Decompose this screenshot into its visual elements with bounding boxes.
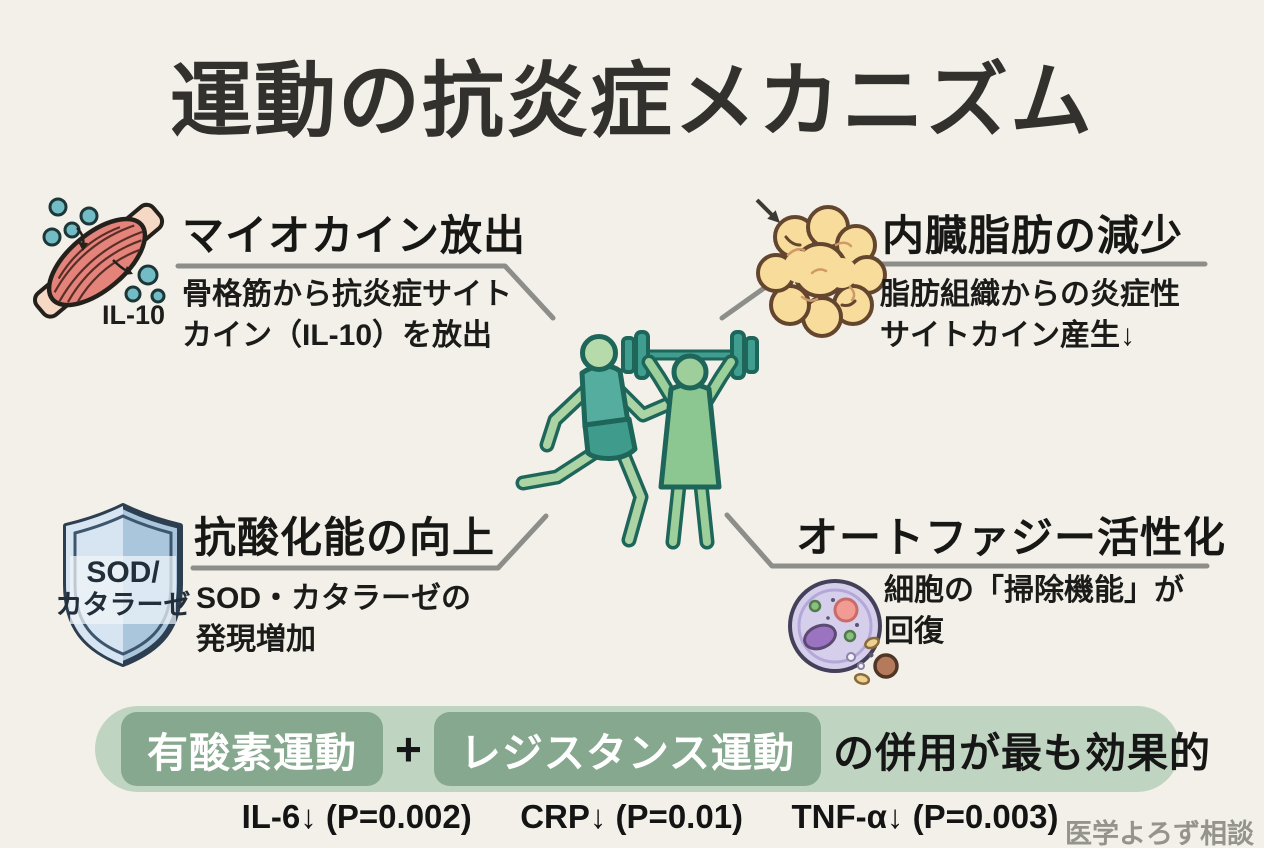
heading-antioxidant: 抗酸化能の向上 [194, 514, 496, 561]
heading-myokine: マイオカイン放出 [182, 212, 527, 259]
body-antioxidant: SOD・カタラーゼの 発現増加 [196, 578, 471, 661]
banner-conclusion-text: の併用が最も効果的 [833, 730, 1212, 776]
cell-icon [788, 579, 899, 685]
body-antioxidant-line1: SOD・カタラーゼの [196, 582, 472, 615]
conclusion-banner: 有酸素運動 + レジスタンス運動 の併用が最も効果的 [95, 706, 1210, 792]
body-visceral-fat: 脂肪組織からの炎症性 サイトカイン産生↓ [880, 274, 1180, 357]
heading-autophagy: オートファジー活性化 [796, 514, 1227, 561]
muscle-icon [32, 197, 166, 319]
cell-debris [846, 636, 899, 685]
body-visceral-fat-line2: サイトカイン産生↓ [880, 319, 1135, 353]
resistance-exercise-pill: レジスタンス運動 [433, 712, 822, 786]
fat-cell-icon [755, 198, 887, 338]
connector-antioxidant [190, 513, 549, 571]
body-visceral-fat-line1: 脂肪組織からの炎症性 [880, 278, 1180, 311]
plus-sign: + [395, 723, 422, 775]
aerobic-exercise-pill: 有酸素運動 [121, 712, 383, 786]
body-myokine-line1: 骨格筋から抗炎症サイト [182, 278, 512, 311]
watermark: 医学よろず相談 [1065, 819, 1254, 849]
stat-il6: IL-6↓ (P=0.002) [241, 798, 472, 835]
body-autophagy-line1: 細胞の「掃除機能」が [884, 574, 1184, 607]
heading-visceral-fat: 内臓脂肪の減少 [882, 212, 1184, 259]
body-antioxidant-line2: 発現増加 [196, 623, 316, 657]
shield-label-line1: SOD/ [86, 556, 160, 589]
body-autophagy-line2: 回復 [884, 615, 944, 649]
stat-tnf: TNF-α↓ (P=0.003) [791, 798, 1059, 835]
cytokine-dots [42, 197, 166, 304]
muscle-icon-label: IL-10 [102, 300, 166, 330]
shield-icon: SOD/ カタラーゼ [56, 503, 191, 667]
inflow-arrow [755, 198, 780, 223]
runner-and-weightlifter-icon [515, 330, 759, 550]
release-arrows [76, 227, 133, 275]
page-title: 運動の抗炎症メカニズム [169, 56, 1094, 147]
weightlifter-figure [621, 330, 759, 550]
runner-figure [515, 334, 681, 548]
stat-crp: CRP↓ (P=0.01) [520, 798, 744, 835]
connector-myokine [175, 263, 556, 321]
shield-label-line2: カタラーゼ [56, 590, 191, 620]
body-myokine: 骨格筋から抗炎症サイト カイン（IL-10）を放出 [182, 274, 512, 357]
connector-autophagy [724, 512, 1210, 569]
body-myokine-line2: カイン（IL-10）を放出 [182, 319, 493, 353]
stats-row: IL-6↓ (P=0.002) CRP↓ (P=0.01) TNF-α↓ (P=… [18, 798, 1264, 836]
body-autophagy: 細胞の「掃除機能」が 回復 [884, 570, 1184, 653]
